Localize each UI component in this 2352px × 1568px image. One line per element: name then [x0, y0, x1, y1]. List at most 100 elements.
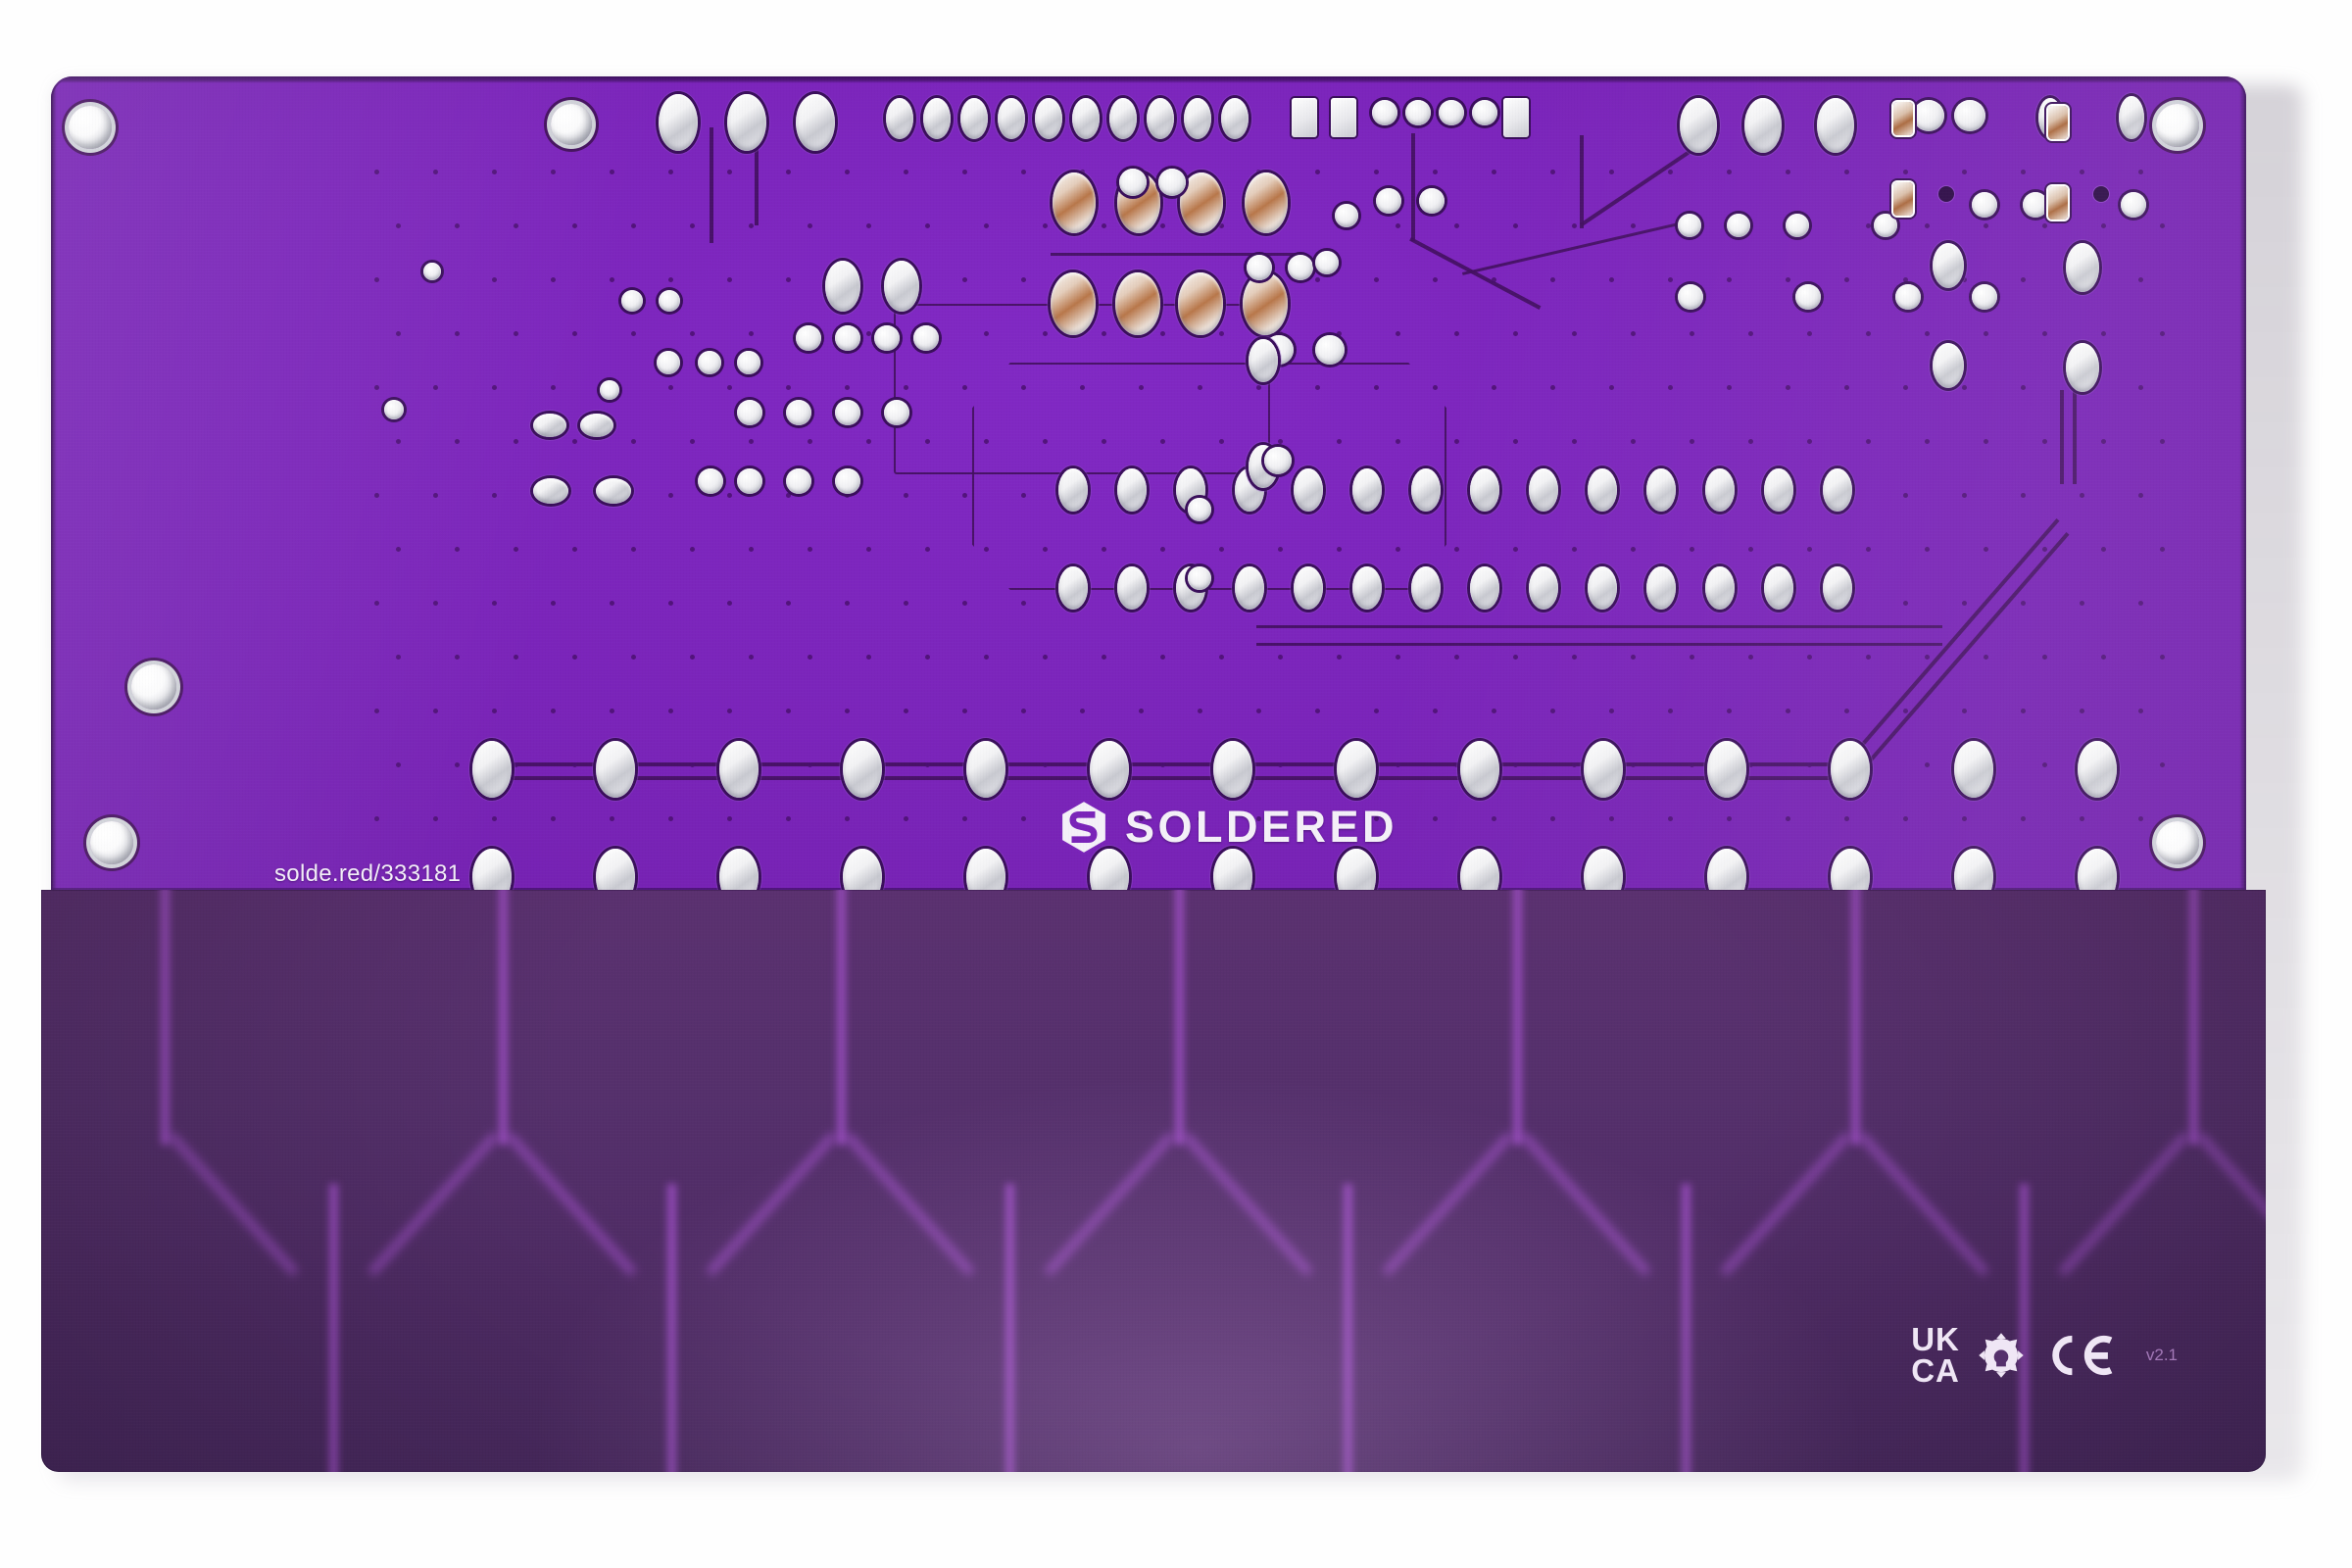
via-marker-dot — [1609, 277, 1614, 282]
via-marker-dot — [1631, 762, 1636, 767]
header-through-hole-pad — [966, 741, 1005, 798]
round-pad — [1188, 566, 1211, 590]
via-marker-dot — [1925, 331, 1930, 336]
via-marker-dot — [1844, 385, 1849, 390]
via-marker-dot — [492, 170, 497, 174]
trace-run-right-diag — [1844, 517, 2060, 765]
through-hole-pad — [659, 94, 698, 151]
via-marker-dot — [1748, 547, 1753, 552]
via-marker-dot — [396, 331, 401, 336]
round-pad — [1419, 188, 1445, 214]
via-marker-dot — [1374, 816, 1379, 821]
round-pad — [796, 325, 821, 351]
solar-cell-seam-diagonal — [2057, 1130, 2191, 1278]
via-marker-dot — [1198, 709, 1202, 713]
via-marker-dot — [1102, 655, 1106, 660]
via-marker-dot — [984, 655, 989, 660]
via-marker-dot — [514, 762, 518, 767]
via-marker-dot — [433, 709, 438, 713]
through-hole-pad — [1249, 339, 1278, 382]
via-marker-dot — [1962, 277, 1967, 282]
solar-cell-seam-diagonal — [166, 1130, 300, 1278]
round-pad — [737, 351, 760, 374]
via-marker-dot — [786, 493, 791, 498]
solar-cell-seam-diagonal — [1719, 1130, 1853, 1278]
via-marker-dot — [2138, 816, 2143, 821]
via-marker-dot — [2080, 816, 2084, 821]
via-marker-dot — [551, 170, 556, 174]
through-hole-pad — [2066, 243, 2099, 292]
via-marker-dot — [631, 547, 636, 552]
round-pad — [657, 351, 680, 374]
via-marker-dot — [572, 655, 577, 660]
certification-marks: UK CA v2.1 — [1911, 1323, 2178, 1387]
solar-cell-seam-vertical — [1511, 890, 1524, 1145]
via-marker-dot — [668, 709, 673, 713]
via-marker-dot — [1337, 439, 1342, 444]
via-marker-dot — [514, 223, 518, 228]
via-marker-dot — [1043, 547, 1048, 552]
via-marker-dot — [610, 709, 614, 713]
ic-through-hole-pad — [1235, 566, 1264, 610]
via-marker-dot — [455, 331, 460, 336]
round-pad — [621, 290, 643, 312]
via-marker-dot — [1748, 762, 1753, 767]
via-marker-dot — [1631, 655, 1636, 660]
ic-through-hole-pad — [1352, 566, 1382, 610]
via-marker-dot — [1962, 709, 1967, 713]
via-marker-dot — [1844, 709, 1849, 713]
via-marker-dot — [962, 385, 967, 390]
via-marker-dot — [1219, 223, 1224, 228]
via-marker-dot — [1866, 439, 1871, 444]
via-marker-dot — [1198, 170, 1202, 174]
round-pad — [1439, 100, 1464, 125]
pcb-left-edge — [51, 76, 57, 890]
via-marker-dot — [1984, 439, 1988, 444]
via-marker-dot — [1102, 223, 1106, 228]
via-marker-dot — [808, 223, 812, 228]
via-marker-dot — [808, 547, 812, 552]
smd-resistor-pad — [2048, 186, 2068, 220]
via-marker-dot — [1903, 170, 1908, 174]
via-marker-dot — [866, 331, 871, 336]
solar-cell-seam-diagonal — [842, 1130, 976, 1278]
via-marker-dot — [1925, 655, 1930, 660]
via-marker-dot — [786, 709, 791, 713]
via-marker-dot — [2080, 493, 2084, 498]
via-marker-dot — [1513, 655, 1518, 660]
via-marker-dot — [727, 385, 732, 390]
via-marker-dot — [455, 223, 460, 228]
round-pad — [1972, 192, 1997, 218]
solar-pcb-board: SOLDERED solde.red/333181 UK CA — [41, 76, 2295, 1472]
through-hole-pad — [1109, 98, 1137, 139]
through-hole-pad — [998, 98, 1025, 139]
solar-cell-seam-diagonal — [1856, 1130, 1990, 1278]
via-marker-dot — [1903, 493, 1908, 498]
via-marker-dot — [1433, 385, 1438, 390]
through-hole-pad — [1072, 98, 1100, 139]
pcb-soldermask-region: SOLDERED solde.red/333181 — [51, 76, 2246, 890]
via-marker-dot — [1786, 277, 1790, 282]
via-marker-dot — [1198, 385, 1202, 390]
header-through-hole-pad — [1954, 741, 1993, 798]
solar-cell-seam-vertical — [1849, 890, 1862, 1145]
via-marker-dot — [1198, 816, 1202, 821]
via-marker-dot — [1256, 709, 1261, 713]
via-marker-dot — [808, 762, 812, 767]
via-marker-dot — [433, 385, 438, 390]
via-marker-dot — [551, 277, 556, 282]
header-through-hole-pad — [1213, 849, 1252, 890]
via-marker-dot — [2138, 601, 2143, 606]
ic-through-hole-pad — [1646, 468, 1676, 512]
via-marker-dot — [1433, 170, 1438, 174]
via-marker-dot — [845, 709, 850, 713]
via-marker-dot — [1786, 709, 1790, 713]
via-marker-dot — [2042, 439, 2047, 444]
via-marker-dot — [1866, 331, 1871, 336]
via-marker-dot — [1513, 762, 1518, 767]
round-pad — [786, 400, 811, 425]
trace-run-lower-bus — [512, 762, 1844, 766]
via-marker-dot — [1021, 601, 1026, 606]
via-marker-dot — [1374, 385, 1379, 390]
